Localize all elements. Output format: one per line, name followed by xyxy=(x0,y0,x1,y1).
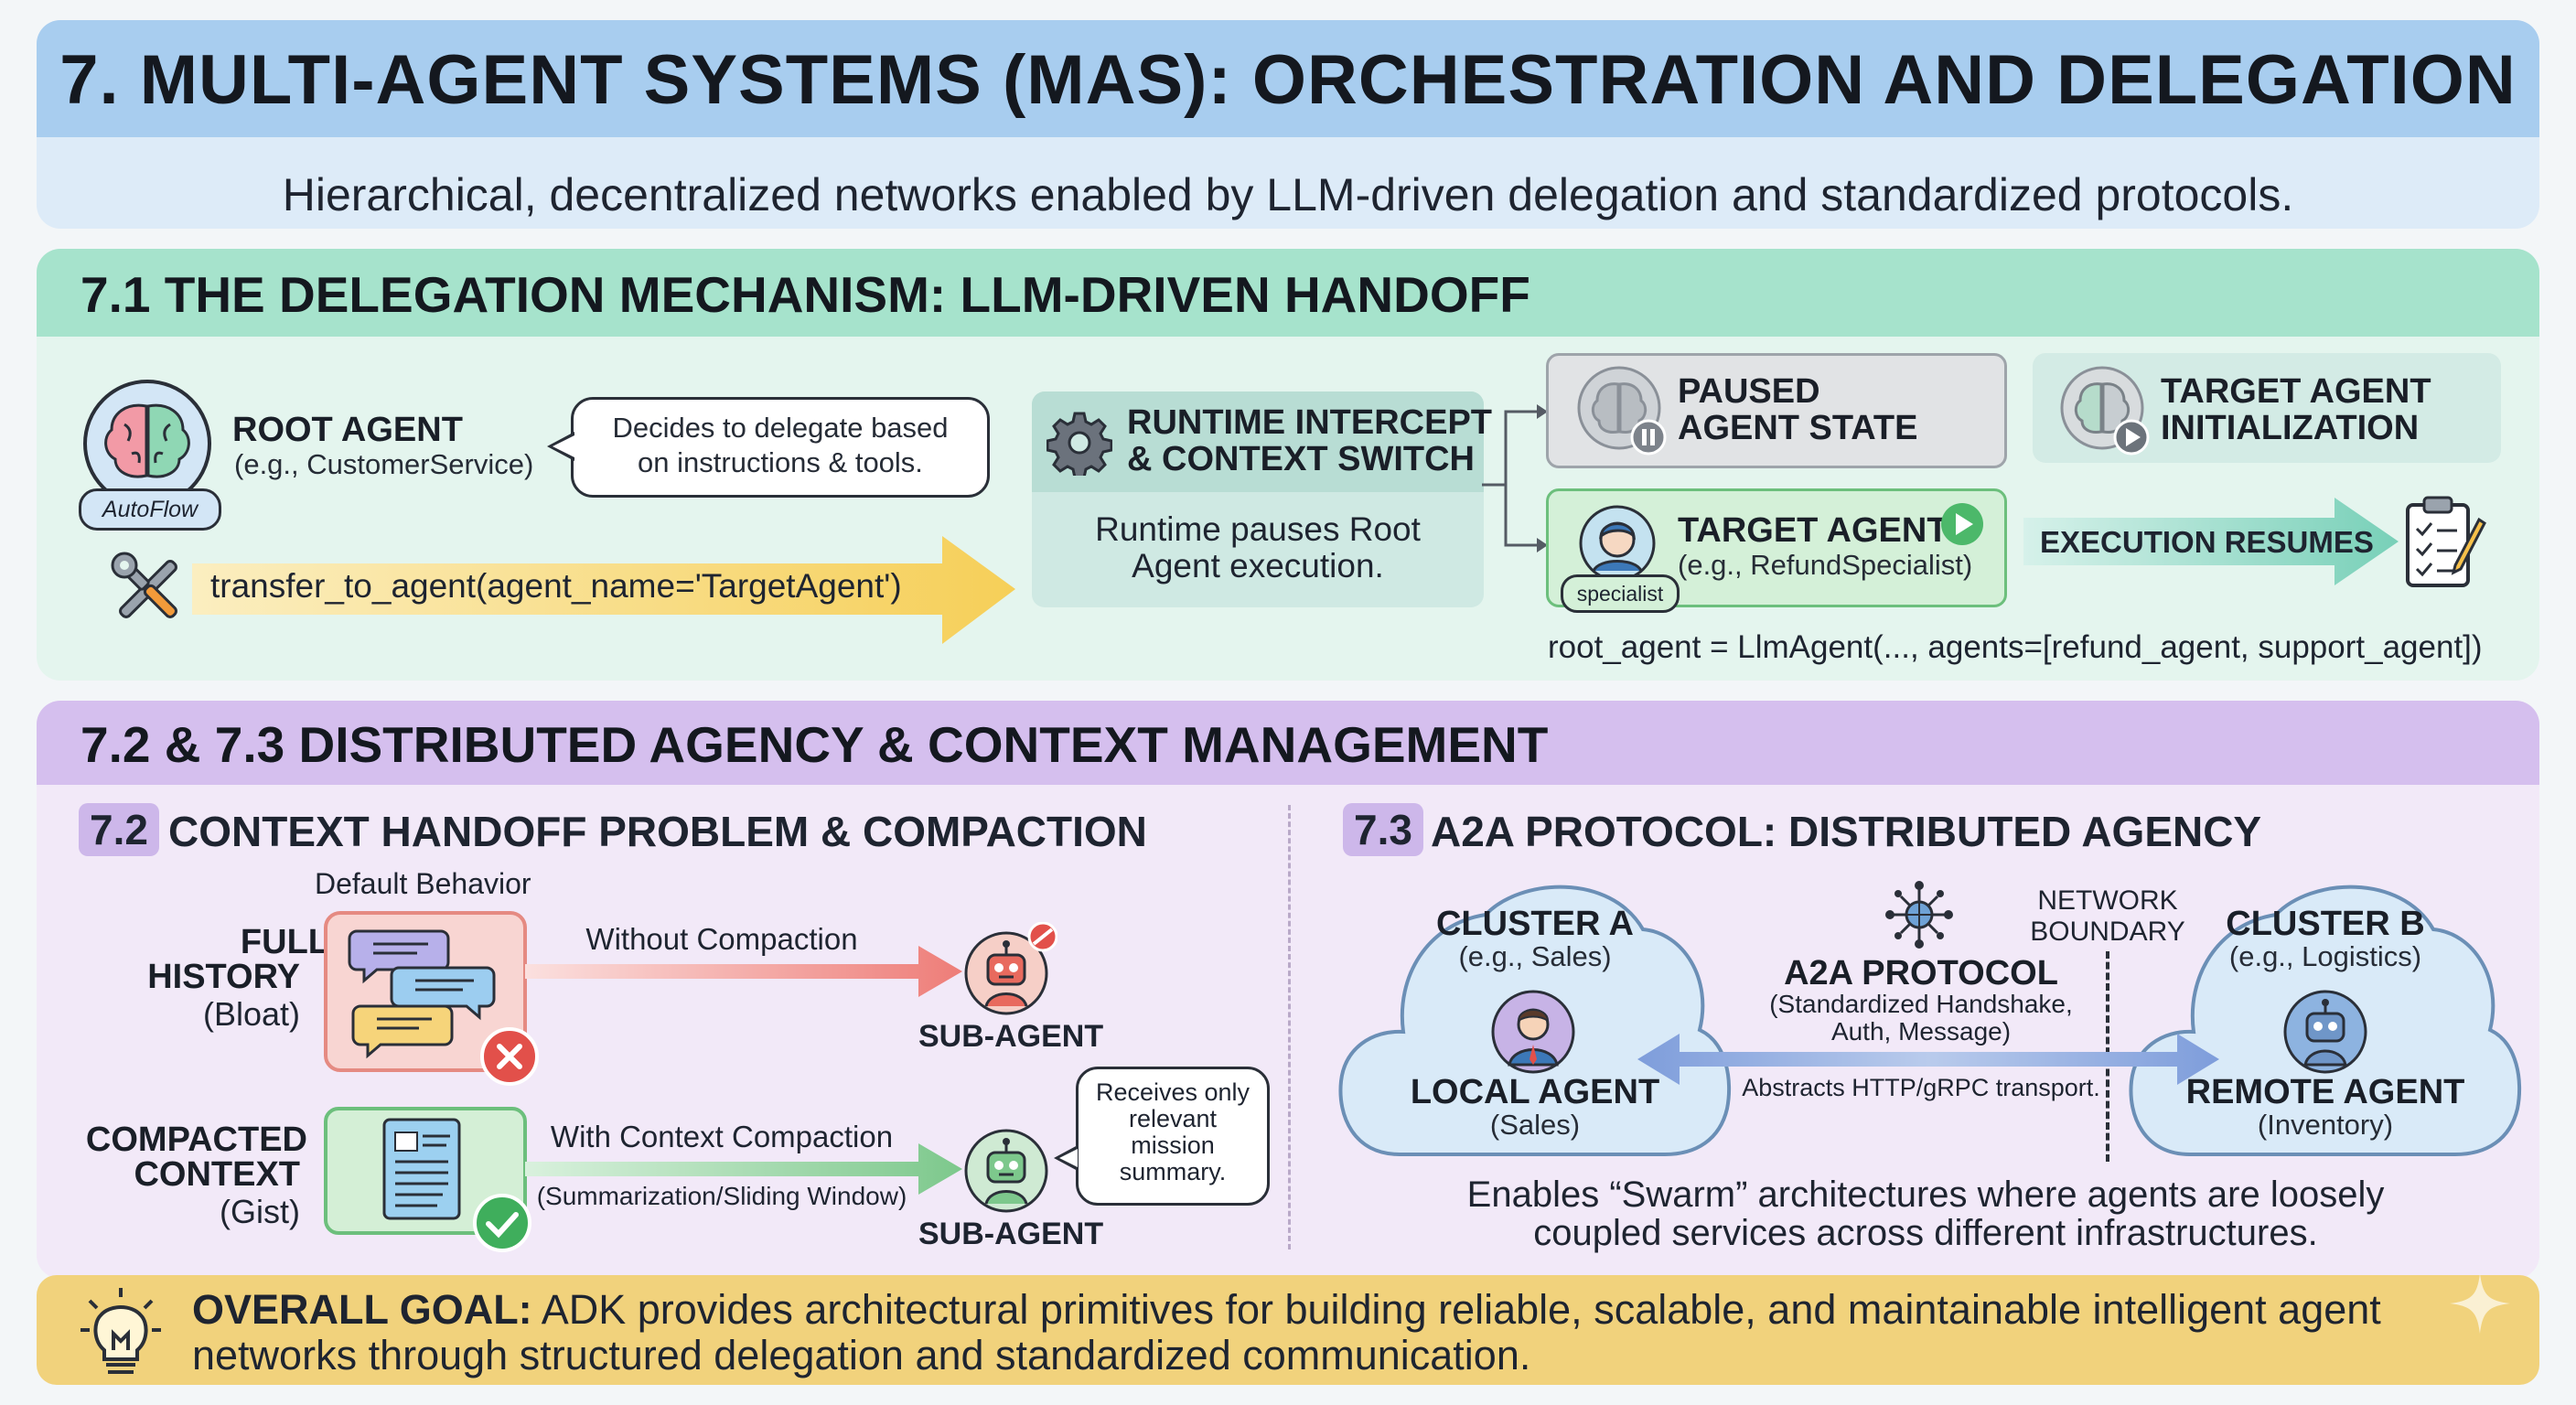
chat-history-icon xyxy=(324,911,527,1072)
target-agent-title: TARGET AGENT xyxy=(1678,511,1948,550)
paused-line2: AGENT STATE xyxy=(1678,409,1918,447)
root-agent-example: (e.g., CustomerService) xyxy=(234,448,534,480)
paused-line1: PAUSED xyxy=(1678,372,1820,411)
overall-goal-line2: networks through structured delegation a… xyxy=(192,1332,1531,1378)
full-history-line2: HISTORY xyxy=(147,958,300,996)
target-init-line1: TARGET AGENT xyxy=(2161,372,2431,411)
full-history-line3: (Bloat) xyxy=(202,995,300,1033)
header-panel: 7. MULTI-AGENT SYSTEMS (MAS): ORCHESTRAT… xyxy=(37,20,2539,229)
a2a-protocol-line1: (Standardized Handshake, xyxy=(1769,990,2073,1018)
a2a-protocol-line2: Auth, Message) xyxy=(1830,1017,2012,1046)
clipboard-icon xyxy=(2402,494,2486,589)
compaction-method-label: (Summarization/Sliding Window) xyxy=(536,1182,907,1210)
section-7-3-title: A2A PROTOCOL: DISTRIBUTED AGENCY xyxy=(1431,808,2262,855)
network-boundary-line2: BOUNDARY xyxy=(2030,917,2185,947)
overall-goal-text1: ADK provides architectural primitives fo… xyxy=(541,1286,2381,1333)
cluster-a-example: (e.g., Sales) xyxy=(1458,940,1612,972)
compacted-line1: COMPACTED xyxy=(85,1121,307,1159)
local-agent-label: LOCAL AGENT xyxy=(1410,1073,1660,1111)
execution-resumes-label: EXECUTION RESUMES xyxy=(2040,525,2374,559)
section-7-2-number: 7.2 xyxy=(79,803,159,856)
runtime-body-line1: Runtime pauses Root xyxy=(1095,510,1421,548)
check-icon xyxy=(472,1193,532,1253)
section-7-3-number: 7.3 xyxy=(1343,803,1423,856)
sub-agent-label-1: SUB-AGENT xyxy=(918,1019,1104,1054)
delegation-bubble xyxy=(571,397,990,498)
swarm-line2: coupled services across different infras… xyxy=(1533,1213,2318,1253)
cluster-b-example: (e.g., Logistics) xyxy=(2228,940,2422,972)
page-title: 7. MULTI-AGENT SYSTEMS (MAS): ORCHESTRAT… xyxy=(59,41,2517,119)
mission-bubble xyxy=(1076,1067,1270,1206)
lightbulb-icon xyxy=(77,1284,165,1379)
gear-icon xyxy=(1046,410,1113,479)
network-icon xyxy=(1883,878,1956,951)
cluster-b-title: CLUSTER B xyxy=(2226,905,2425,943)
sub-agent-robot-icon-2 xyxy=(962,1123,1057,1218)
overall-goal-line1: OVERALL GOAL: ADK provides architectural… xyxy=(192,1286,2381,1334)
transfer-arrow xyxy=(192,531,1015,649)
runtime-title-line1: RUNTIME INTERCEPT xyxy=(1127,403,1492,442)
specialist-badge: specialist xyxy=(1561,574,1680,613)
sparkle-icon xyxy=(2448,1271,2512,1335)
delegation-bubble-line1: Decides to delegate based xyxy=(612,412,949,444)
runtime-intercept-box xyxy=(1032,391,1484,607)
without-compaction-label: Without Compaction xyxy=(585,922,858,956)
compacted-line2: CONTEXT xyxy=(134,1155,300,1194)
section-7-2-title: CONTEXT HANDOFF PROBLEM & COMPACTION xyxy=(168,808,1147,855)
remote-agent-sub: (Inventory) xyxy=(2257,1109,2394,1141)
sub-agent-robot-icon-1 xyxy=(962,921,1058,1017)
delegation-bubble-tail-fill xyxy=(553,435,574,457)
target-init-line2: INITIALIZATION xyxy=(2161,409,2420,447)
section-divider xyxy=(1288,805,1291,1249)
document-icon xyxy=(324,1107,527,1235)
mission-bubble-tail-fill xyxy=(1059,1149,1078,1167)
error-icon xyxy=(479,1026,540,1087)
mission-bubble-line1: Receives only xyxy=(1095,1078,1250,1106)
execution-resumes-arrow xyxy=(2023,498,2399,585)
target-agent-example: (e.g., RefundSpecialist) xyxy=(1678,549,1973,581)
sub-agent-label-2: SUB-AGENT xyxy=(918,1217,1104,1251)
local-agent-sub: (Sales) xyxy=(1489,1109,1581,1141)
with-compaction-label: With Context Compaction xyxy=(550,1120,894,1153)
code-snippet: root_agent = LlmAgent(..., agents=[refun… xyxy=(1548,629,2483,665)
autoflow-badge: AutoFlow xyxy=(79,488,221,531)
remote-agent-label: REMOTE AGENT xyxy=(2185,1073,2465,1111)
overall-goal-label: OVERALL GOAL: xyxy=(192,1286,532,1333)
section-7-1-title: 7.1 THE DELEGATION MECHANISM: LLM-DRIVEN… xyxy=(80,266,1530,323)
local-agent-avatar-icon xyxy=(1487,986,1579,1078)
mission-bubble-line4: summary. xyxy=(1119,1158,1227,1185)
a2a-protocol-title: A2A PROTOCOL xyxy=(1784,954,2058,992)
compacted-line3: (Gist) xyxy=(220,1193,300,1230)
play-icon xyxy=(1939,501,1985,547)
brain-icon xyxy=(80,377,214,510)
section-7-2-7-3-header-band xyxy=(37,701,2539,785)
delegation-bubble-line2: on instructions & tools. xyxy=(638,446,923,478)
remote-agent-robot-icon xyxy=(2280,986,2371,1078)
full-history-line1: FULL xyxy=(240,923,329,961)
section-7-2-7-3-title: 7.2 & 7.3 DISTRIBUTED AGENCY & CONTEXT M… xyxy=(80,716,1549,773)
section-7-1-header-band xyxy=(37,249,2539,337)
network-boundary-line1: NETWORK xyxy=(2037,885,2178,916)
header-title-band xyxy=(37,20,2539,137)
overall-goal-panel xyxy=(37,1275,2539,1385)
tools-icon xyxy=(106,547,190,631)
root-agent-title: ROOT AGENT xyxy=(232,411,463,449)
transport-label: Abstracts HTTP/gRPC transport. xyxy=(1742,1074,2100,1101)
mission-bubble-line2: relevant xyxy=(1128,1105,1218,1132)
paused-brain-icon xyxy=(1575,364,1667,456)
page-subtitle: Hierarchical, decentralized networks ena… xyxy=(282,169,2294,220)
default-behavior-label: Default Behavior xyxy=(315,867,531,900)
runtime-body-line2: Agent execution. xyxy=(1132,547,1384,585)
without-compaction-arrow xyxy=(525,944,962,999)
mission-bubble-line3: mission xyxy=(1131,1132,1215,1159)
with-compaction-arrow xyxy=(525,1142,962,1196)
cluster-a-title: CLUSTER A xyxy=(1435,905,1635,943)
branch-connector xyxy=(1482,393,1548,576)
runtime-title-line2: & CONTEXT SWITCH xyxy=(1127,440,1475,478)
swarm-line1: Enables “Swarm” architectures where agen… xyxy=(1466,1174,2385,1215)
a2a-bidirectional-arrow xyxy=(1637,1032,2219,1087)
transfer-call-text: transfer_to_agent(agent_name='TargetAgen… xyxy=(210,567,902,605)
target-init-brain-icon xyxy=(2058,364,2150,456)
